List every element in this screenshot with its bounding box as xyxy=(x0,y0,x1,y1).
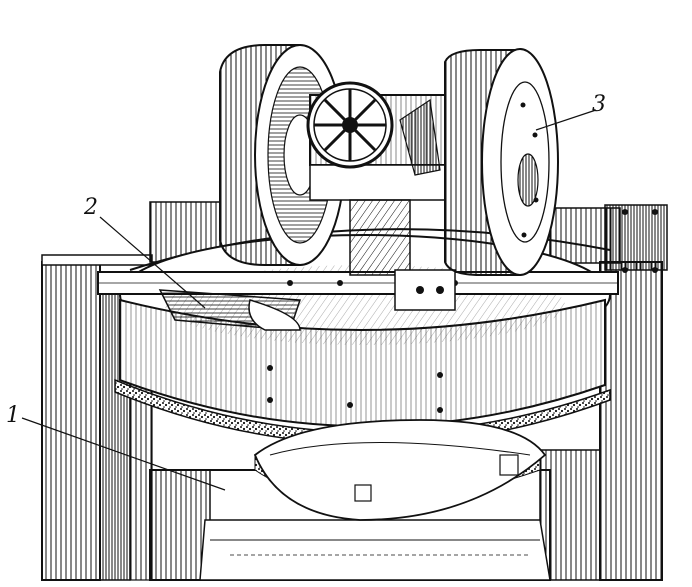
right-roller xyxy=(444,48,559,276)
leader-lines xyxy=(21,109,597,491)
right-support-pillar xyxy=(599,204,668,581)
callout-1-label: 1 xyxy=(6,403,20,428)
handwheel xyxy=(306,81,394,169)
callout-2-label: 2 xyxy=(83,195,98,220)
lower-cone xyxy=(253,419,547,521)
callout-3-label: 3 xyxy=(592,92,606,117)
left-support-pillar xyxy=(41,254,153,581)
